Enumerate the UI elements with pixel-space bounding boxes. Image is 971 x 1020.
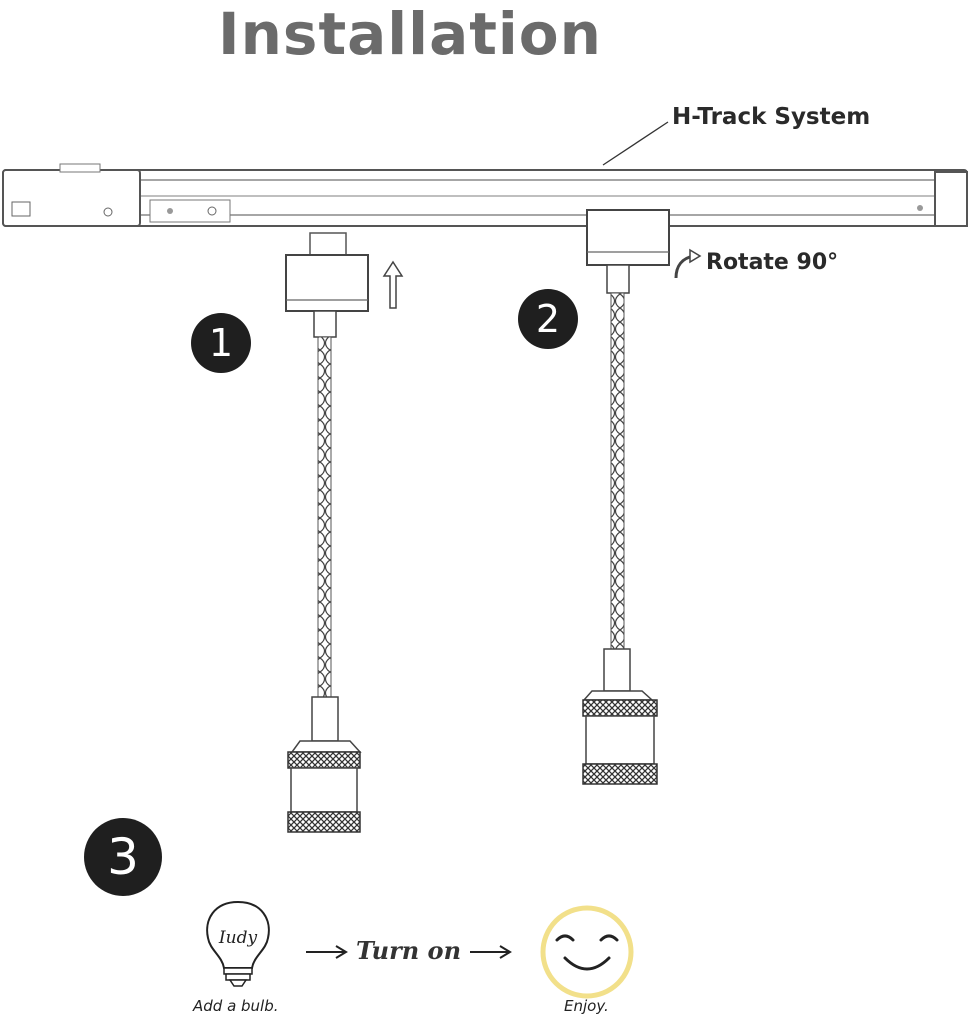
pendant-1 bbox=[285, 232, 369, 833]
right-arrow-icon bbox=[470, 945, 512, 959]
h-track-label: H-Track System bbox=[672, 104, 871, 130]
track-leader-line bbox=[602, 121, 669, 166]
bulb-logo-text: Iudy bbox=[218, 928, 258, 948]
enjoy-label: Enjoy. bbox=[564, 997, 609, 1015]
page-title: Installation bbox=[218, 0, 602, 68]
rotate-label: Rotate 90° bbox=[706, 250, 839, 275]
smiley-icon bbox=[540, 905, 634, 999]
step-2-badge: 2 bbox=[518, 289, 578, 349]
h-track-rail bbox=[2, 163, 968, 227]
up-arrow-icon bbox=[382, 260, 404, 309]
right-arrow-icon bbox=[306, 945, 348, 959]
step-3-badge: 3 bbox=[84, 818, 162, 896]
pendant-2 bbox=[582, 209, 670, 785]
add-bulb-label: Add a bulb. bbox=[193, 997, 279, 1015]
step-1-badge: 1 bbox=[191, 313, 251, 373]
rotate-arrow-icon bbox=[674, 248, 702, 279]
bulb-icon: Iudy bbox=[206, 900, 270, 987]
turn-on-label: Turn on bbox=[356, 936, 462, 965]
